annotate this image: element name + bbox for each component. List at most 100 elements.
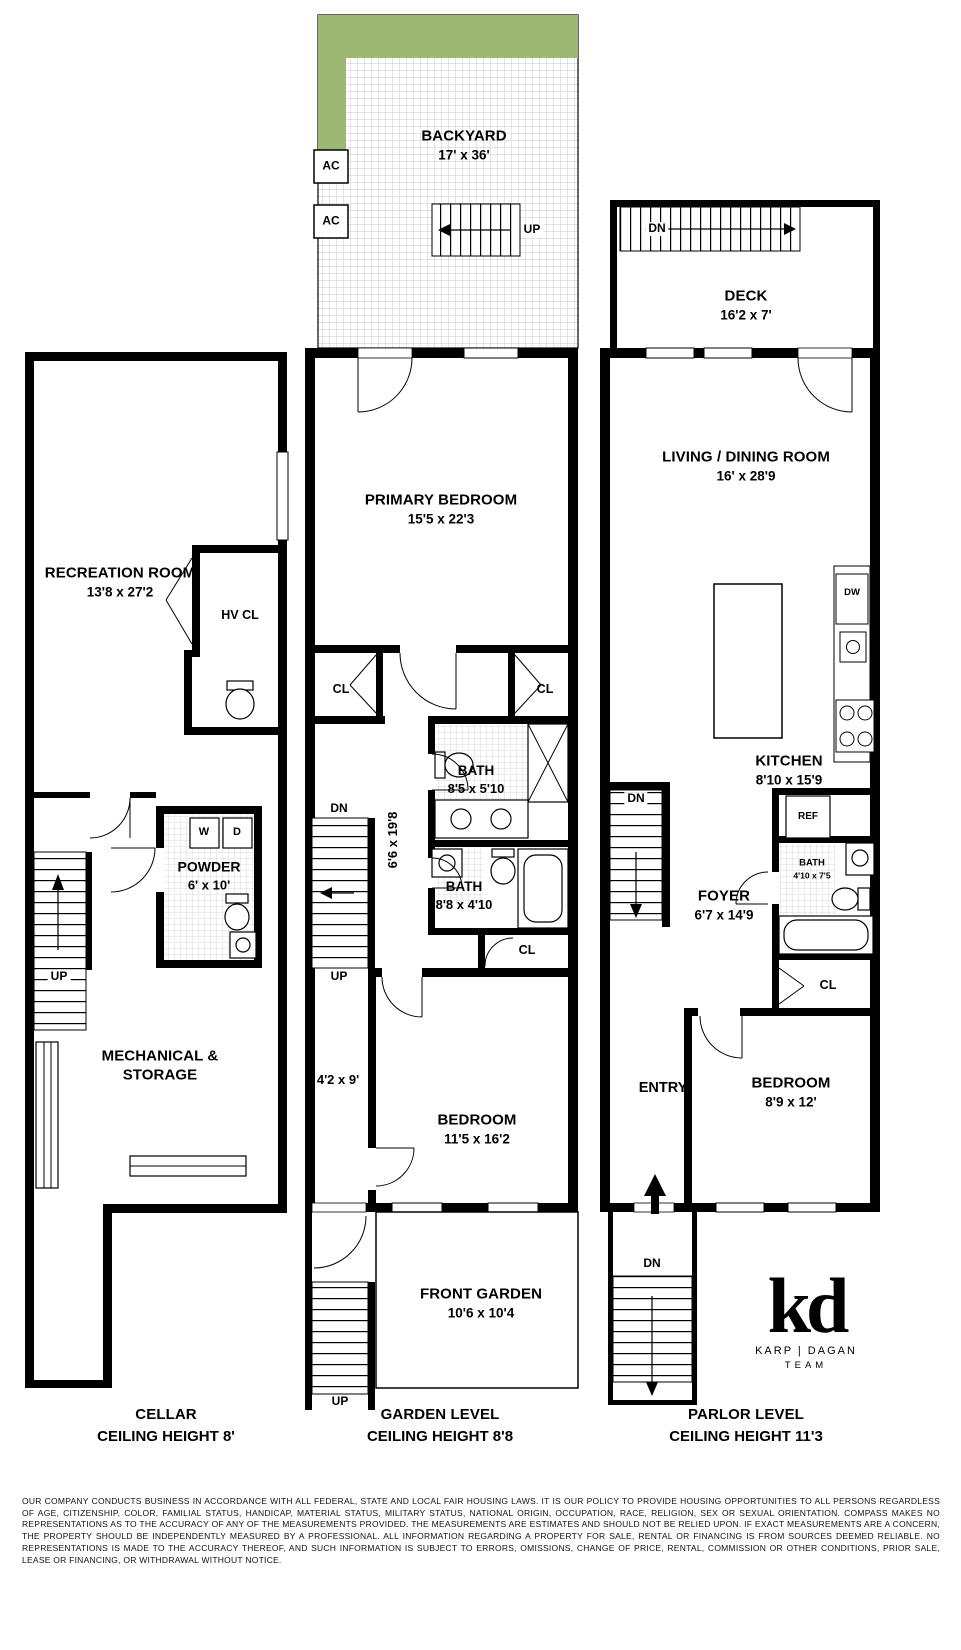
room-name: BEDROOM xyxy=(751,1074,831,1092)
fair-housing-disclaimer: OUR COMPANY CONDUCTS BUSINESS IN ACCORDA… xyxy=(22,1496,940,1565)
room-dims: 15'5 x 22'3 xyxy=(407,511,475,527)
window xyxy=(703,347,753,359)
room-dims: 8'5 x 5'10 xyxy=(447,780,505,796)
room-name: DECK xyxy=(724,287,768,305)
door-gap xyxy=(772,872,779,904)
bifold-door-icon xyxy=(165,557,193,645)
room-name: PRIMARY BEDROOM xyxy=(364,491,518,509)
backyard-area xyxy=(317,14,579,349)
garden-stair-up-label: UP xyxy=(327,969,351,984)
parlor-bedroom-label: BEDROOM 8'9 x 12' xyxy=(751,1075,830,1112)
door-gap xyxy=(311,1202,367,1213)
door-gap xyxy=(797,347,853,359)
window xyxy=(715,1202,765,1213)
cellar-window xyxy=(276,451,289,541)
door-gap xyxy=(382,968,422,977)
closet-label: CL xyxy=(819,978,837,993)
burner-icon xyxy=(857,731,873,747)
brokerage-team-name: KARP | DAGAN xyxy=(755,1345,857,1358)
door-swing-icon xyxy=(699,1015,743,1059)
toilet-icon xyxy=(225,688,255,720)
room-name: BATH xyxy=(445,878,483,894)
kitchen-label: KITCHEN 8'10 x 15'9 xyxy=(755,753,822,790)
dishwasher-icon xyxy=(835,573,869,625)
shelving-icon xyxy=(35,1041,59,1189)
room-name: BATH xyxy=(457,762,495,778)
front-garden-label: FRONT GARDEN 10'6 x 10'4 xyxy=(420,1286,542,1323)
door-swing-icon xyxy=(357,357,413,413)
backyard-planting-top xyxy=(318,15,578,58)
door-swing-icon xyxy=(313,1215,367,1269)
cellar-doors xyxy=(89,557,193,893)
stair-arrow-icon xyxy=(630,904,642,918)
washer-label: W xyxy=(198,826,210,839)
door-swing-icon xyxy=(375,1147,415,1187)
deck-stair-dn-label: DN xyxy=(645,221,669,236)
brokerage-logo: kd xyxy=(767,1261,850,1349)
brokerage-team-word: TEAM xyxy=(784,1360,828,1372)
refrigerator-label: REF xyxy=(798,810,818,822)
entry-door-arrow xyxy=(644,1174,666,1214)
parlor-stair-dn-label: DN xyxy=(624,791,648,806)
cellar-walls xyxy=(25,352,287,1388)
room-dims: 10'6 x 10'4 xyxy=(447,1305,515,1321)
washer-icon xyxy=(189,817,220,849)
backyard-planting-left xyxy=(318,58,346,150)
parlor-doors xyxy=(699,357,853,1059)
kitchen-fixtures xyxy=(713,565,875,839)
door-gap xyxy=(428,754,435,790)
bathtub-icon xyxy=(523,854,563,923)
door-swing-icon xyxy=(381,976,423,1018)
garden-fixtures xyxy=(431,751,569,929)
door-gap xyxy=(698,1008,740,1016)
sink-icon xyxy=(490,808,512,830)
parlor-plan xyxy=(600,200,880,1405)
door-gap xyxy=(400,645,456,653)
door-swing-icon xyxy=(431,753,469,791)
room-dims: 16'2 x 7' xyxy=(720,307,772,323)
door-swing-icon xyxy=(89,797,131,839)
door-swing-icon xyxy=(484,937,514,967)
entry-arrow-icon xyxy=(644,1174,666,1196)
garden-caption: GARDEN LEVEL CEILING HEIGHT 8'8 xyxy=(367,1406,513,1447)
toilet-icon xyxy=(225,893,249,904)
floor-title: PARLOR LEVEL xyxy=(688,1405,804,1423)
shelf-lines xyxy=(43,1042,246,1188)
front-garden-area xyxy=(375,1211,579,1389)
dryer-label: D xyxy=(233,826,241,839)
hv-closet-label: HV CL xyxy=(221,608,259,623)
floor-ceiling: CEILING HEIGHT 8' xyxy=(97,1427,235,1445)
dishwasher-label: DW xyxy=(844,587,860,599)
ac-unit-icon xyxy=(313,149,349,184)
entry-arrow-icon xyxy=(651,1194,659,1214)
room-name: KITCHEN xyxy=(755,752,823,770)
window xyxy=(645,347,695,359)
backyard-stair-up-label: UP xyxy=(520,222,544,237)
toilet-icon xyxy=(831,887,859,911)
backyard-stairs xyxy=(431,203,521,257)
window xyxy=(787,1202,837,1213)
room-name: BEDROOM xyxy=(437,1111,517,1129)
floor-ceiling: CEILING HEIGHT 8'8 xyxy=(366,1427,514,1445)
stair-arrow-icon xyxy=(784,223,796,235)
room-name: RECREATION ROOM xyxy=(44,564,196,582)
sink-icon xyxy=(845,842,875,876)
door-gap xyxy=(357,347,413,359)
parlor-bath-tile xyxy=(779,843,835,915)
front-stairs xyxy=(305,1212,375,1410)
door-swing-icon xyxy=(399,652,457,710)
stair-arrow-icon xyxy=(646,1382,658,1396)
garden-bedroom-label: BEDROOM 11'5 x 16'2 xyxy=(437,1112,516,1149)
floor-ceiling: CEILING HEIGHT 11'3 xyxy=(669,1427,823,1445)
powder-door-gap xyxy=(155,848,165,892)
toilet-icon xyxy=(857,887,871,911)
burner-icon xyxy=(839,731,855,747)
sink-icon xyxy=(450,808,472,830)
toilet-icon xyxy=(491,848,515,858)
sink-icon xyxy=(438,854,456,872)
room-dims: 6' x 10' xyxy=(187,877,231,893)
vanity-icon xyxy=(434,799,529,839)
cellar-plan xyxy=(25,352,289,1388)
